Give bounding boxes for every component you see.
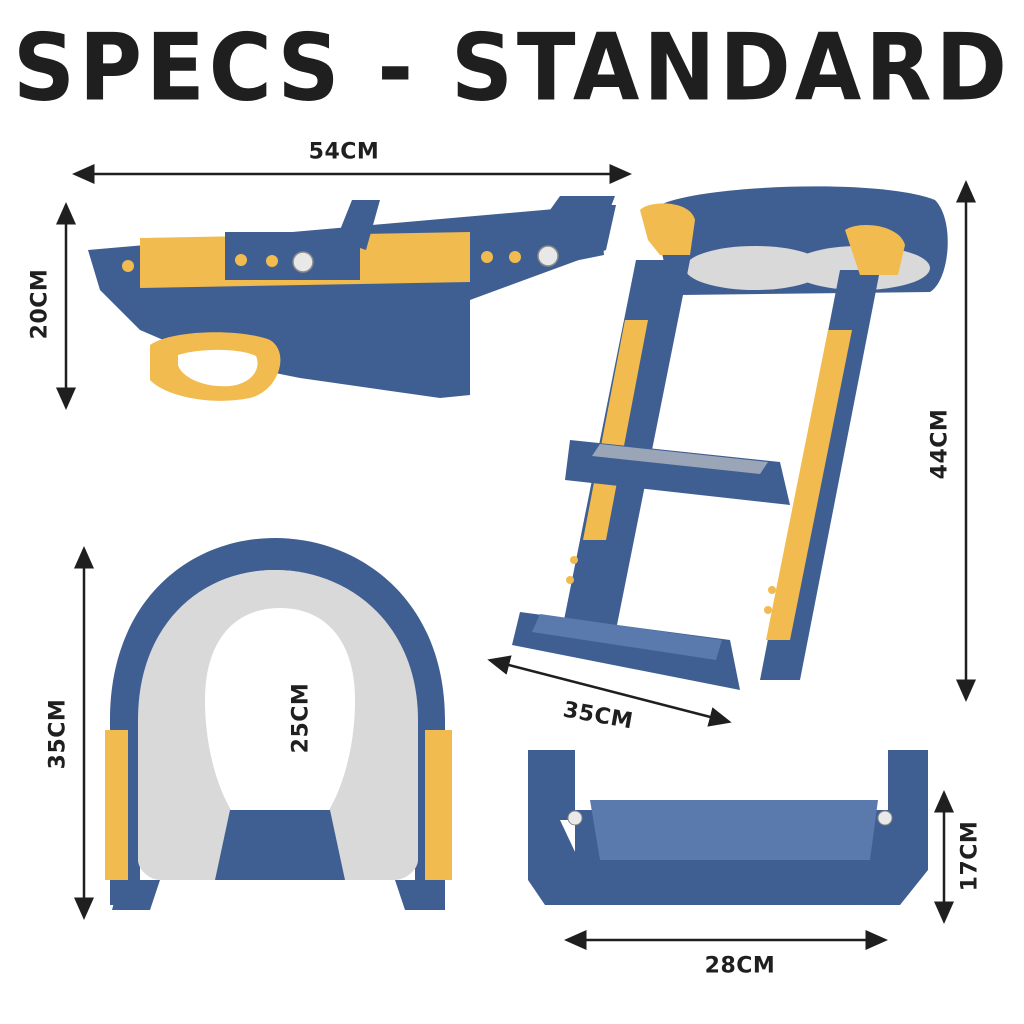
dim-step-width: 28CM (704, 953, 776, 979)
dim-seat-length: 35CM (45, 698, 71, 770)
dim-top-width: 54CM (308, 139, 380, 165)
dim-opening-length: 25CM (288, 682, 314, 754)
dim-ladder-height: 44CM (927, 408, 953, 480)
arrow-ladder-depth (487, 655, 732, 727)
step-illustration (528, 750, 928, 905)
dim-step-height: 17CM (957, 820, 983, 892)
ladder-illustration (512, 186, 948, 690)
dim-top-height: 20CM (27, 268, 53, 340)
seat-top-view-illustration (105, 538, 452, 910)
side-view-illustration (88, 196, 616, 401)
page-title: SPECS - STANDARD (13, 13, 1011, 122)
